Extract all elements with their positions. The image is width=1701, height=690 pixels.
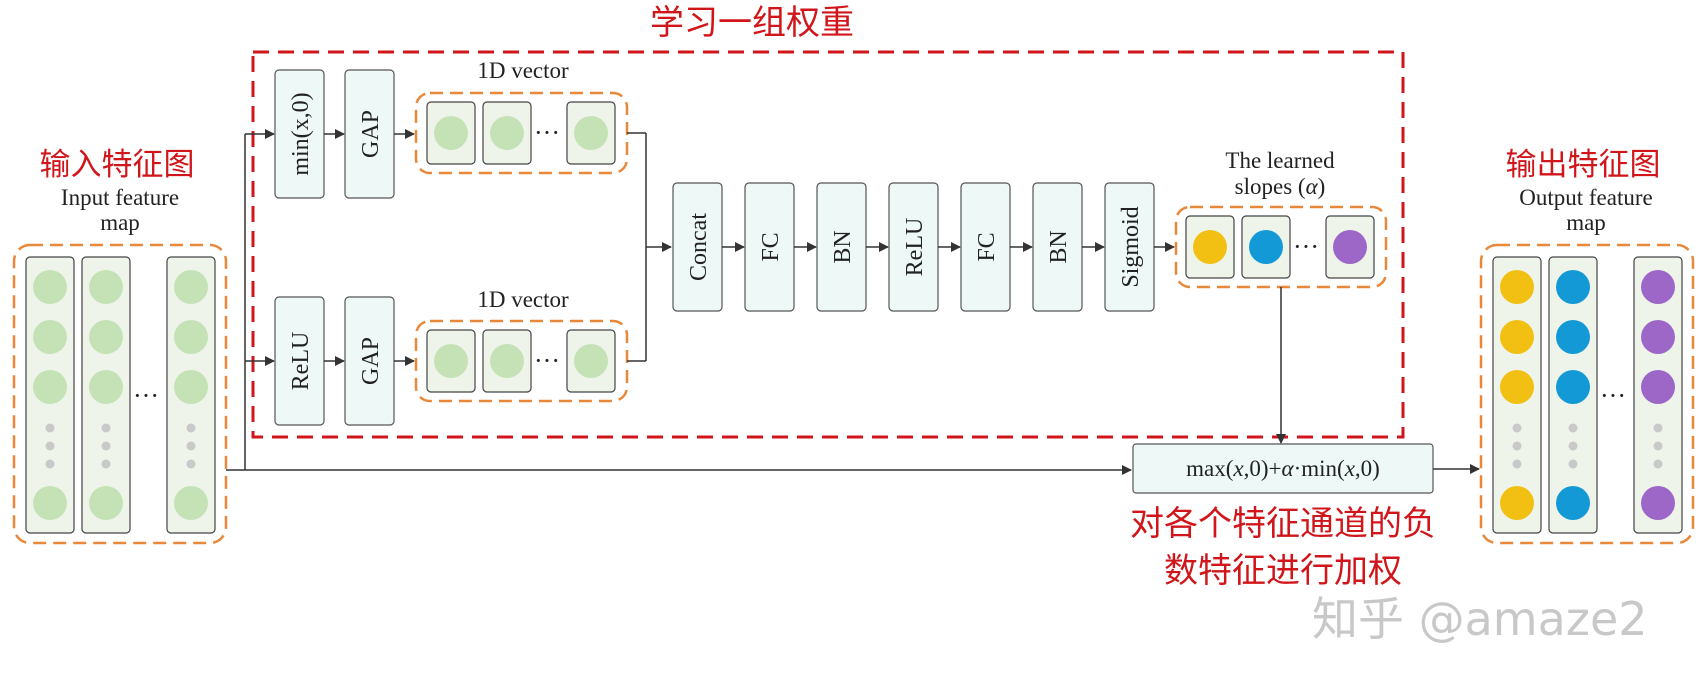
slopes-label-line1: The learned [1225, 148, 1335, 173]
formula-text: max(x,0)+α·min(x,0) [1186, 456, 1380, 481]
ellipsis-dot [45, 441, 55, 451]
input-label-line1: Input feature [61, 185, 179, 210]
feature-dot [33, 370, 67, 404]
slopes-vector: ··· [1185, 215, 1375, 279]
ellipsis-dot [1653, 441, 1663, 451]
feature-dot [1641, 320, 1675, 354]
feature-dot [1500, 320, 1534, 354]
pipeline-label: Concat [686, 213, 712, 281]
vector-top: ··· [426, 101, 616, 165]
bottom-note-line2: 数特征进行加权 [1164, 551, 1402, 591]
ellipsis-dot [101, 441, 111, 451]
pipeline: Concat FC BN ReLU FC BN Sigmoid [672, 182, 1175, 312]
watermark: 知乎 @amaze2 [1312, 592, 1648, 646]
pipeline-label: BN [830, 230, 856, 263]
region-title: 学习一组权重 [650, 3, 854, 43]
ellipsis-dot [186, 441, 196, 451]
ellipsis-dot [45, 423, 55, 433]
pipeline-label: Sigmoid [1118, 206, 1144, 287]
feature-dot [1641, 270, 1675, 304]
ellipsis-dot [101, 423, 111, 433]
output-title: 输出特征图 [1506, 147, 1661, 183]
feature-dot [1641, 486, 1675, 520]
vector-top-label: 1D vector [477, 58, 569, 83]
ellipsis-dot [1653, 423, 1663, 433]
input-map-frame [12, 243, 228, 545]
gap-top-label: GAP [358, 110, 384, 158]
ellipsis-label: ··· [1293, 232, 1319, 261]
feature-dot [174, 370, 208, 404]
feature-dot [1556, 270, 1590, 304]
feature-dot [1556, 486, 1590, 520]
ellipsis-dot [186, 423, 196, 433]
ellipsis-dot [45, 459, 55, 469]
input-label-line2: map [100, 210, 140, 235]
input-connectors [226, 129, 1132, 475]
feature-dot [174, 320, 208, 354]
vector-dot [490, 116, 524, 150]
vector-dot [1333, 230, 1367, 264]
ellipsis-dot [1512, 459, 1522, 469]
vector-dot [1249, 230, 1283, 264]
pipeline-label: FC [758, 232, 784, 261]
feature-dot [174, 486, 208, 520]
input-feature-map: ··· [25, 256, 216, 534]
ellipsis-label: ··· [133, 381, 159, 410]
gap-bottom-label: GAP [358, 337, 384, 385]
vector-dot [434, 116, 468, 150]
ellipsis-dot [1568, 459, 1578, 469]
learning-region [251, 50, 1405, 439]
vector-bottom-label: 1D vector [477, 287, 569, 312]
feature-dot [1641, 370, 1675, 404]
ellipsis-dot [1568, 441, 1578, 451]
feature-dot [89, 370, 123, 404]
vector-dot [1193, 230, 1227, 264]
ellipsis-dot [101, 459, 111, 469]
ellipsis-dot [186, 459, 196, 469]
feature-dot [1500, 370, 1534, 404]
vector-dot [574, 344, 608, 378]
merge-connectors [627, 132, 672, 362]
ellipsis-dot [1653, 459, 1663, 469]
feature-dot [89, 270, 123, 304]
vector-dot [434, 344, 468, 378]
feature-dot [1500, 270, 1534, 304]
input-title: 输入特征图 [40, 147, 195, 183]
feature-dot [174, 270, 208, 304]
feature-dot [1500, 486, 1534, 520]
pipeline-label: BN [1046, 230, 1072, 263]
vector-dot [490, 344, 524, 378]
feature-dot [1556, 320, 1590, 354]
pipeline-label: FC [974, 232, 1000, 261]
feature-dot [1556, 370, 1590, 404]
pipeline-label: ReLU [902, 218, 928, 277]
ellipsis-dot [1512, 423, 1522, 433]
vector-bottom: ··· [426, 329, 616, 393]
output-label-line1: Output feature [1519, 185, 1652, 210]
feature-dot [89, 486, 123, 520]
feature-dot [89, 320, 123, 354]
slopes-label-line2: slopes (α) [1235, 174, 1326, 199]
feature-dot [33, 270, 67, 304]
feature-dot [33, 320, 67, 354]
ellipsis-label: ··· [1600, 381, 1626, 410]
output-map-frame [1479, 243, 1695, 545]
feature-dot [33, 486, 67, 520]
min-op-label: min(x,0) [288, 92, 314, 175]
bottom-note-line1: 对各个特征通道的负 [1130, 504, 1436, 544]
ellipsis-dot [1568, 423, 1578, 433]
vector-dot [574, 116, 608, 150]
ellipsis-label: ··· [534, 118, 560, 147]
output-label-line2: map [1566, 210, 1606, 235]
output-feature-map: ··· [1492, 256, 1683, 534]
relu-op-label: ReLU [288, 332, 314, 391]
ellipsis-label: ··· [534, 346, 560, 375]
ellipsis-dot [1512, 441, 1522, 451]
